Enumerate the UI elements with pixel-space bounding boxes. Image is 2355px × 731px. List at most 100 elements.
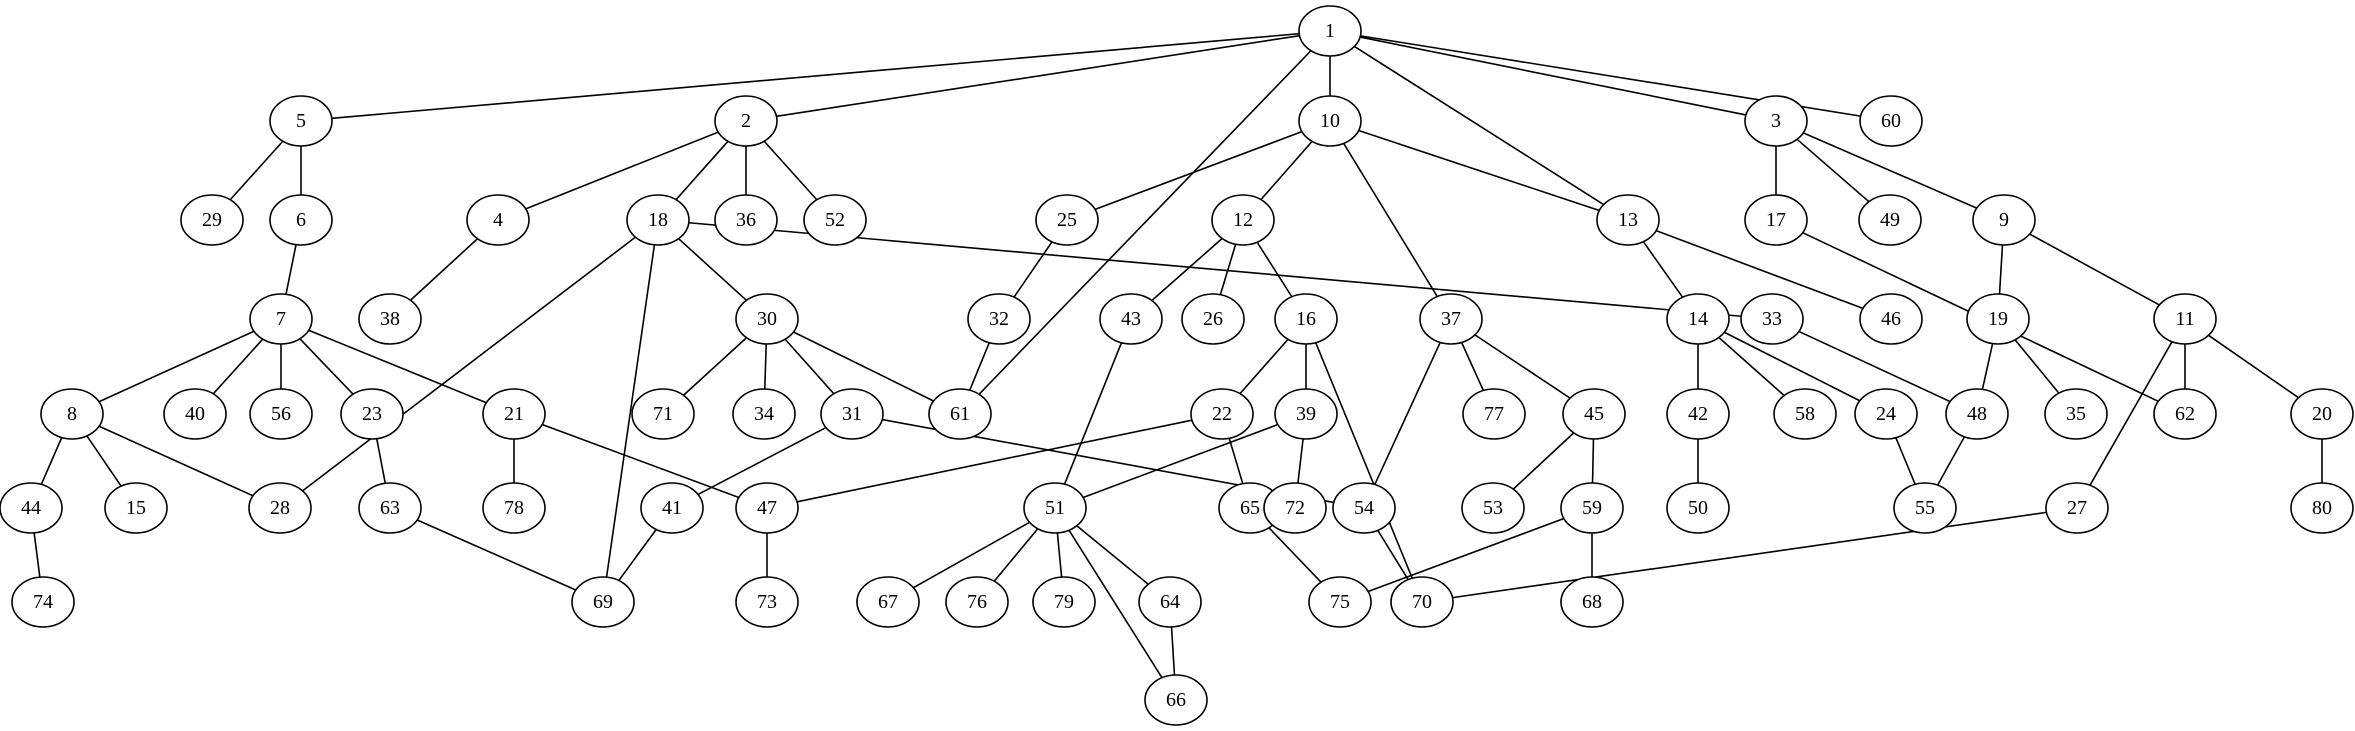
node-59: 59 (1560, 482, 1624, 534)
edge-41-69 (618, 529, 657, 581)
node-label: 19 (1988, 308, 2008, 330)
node-label: 35 (2066, 403, 2086, 425)
node-ellipse (1023, 482, 1087, 534)
edge-13-14 (1642, 241, 1684, 298)
node-label: 70 (1412, 591, 1432, 613)
node-32: 32 (967, 293, 1031, 345)
node-76: 76 (945, 576, 1009, 628)
node-3: 3 (1744, 95, 1808, 147)
node-ellipse (1744, 194, 1808, 246)
edge-11-27 (2089, 341, 2173, 486)
node-47: 47 (735, 482, 799, 534)
node-label: 67 (878, 591, 898, 613)
node-6: 6 (269, 194, 333, 246)
node-75: 75 (1308, 576, 1372, 628)
edge-51-66 (1068, 529, 1163, 679)
edge-64-66 (1170, 626, 1176, 676)
node-30: 30 (735, 293, 799, 345)
edge-43-51 (1063, 342, 1123, 485)
node-40: 40 (163, 388, 227, 440)
edge-45-59 (1591, 438, 1595, 484)
node-20: 20 (2290, 388, 2354, 440)
node-64: 64 (1138, 576, 1202, 628)
node-53: 53 (1461, 482, 1525, 534)
node-label: 48 (1967, 403, 1987, 425)
node-ellipse (1744, 95, 1808, 147)
node-37: 37 (1419, 293, 1483, 345)
node-label: 59 (1582, 497, 1602, 519)
node-label: 64 (1160, 591, 1180, 613)
edge-59-75 (1367, 517, 1565, 593)
edge-14-24 (1723, 331, 1861, 402)
node-label: 25 (1057, 209, 1077, 231)
edge-48-55 (1936, 436, 1966, 486)
edge-7-21 (308, 329, 487, 404)
node-ellipse (735, 482, 799, 534)
node-label: 44 (21, 497, 41, 519)
node-11: 11 (2153, 293, 2217, 345)
node-label: 41 (662, 497, 682, 519)
edge-30-71 (682, 337, 748, 396)
node-71: 71 (631, 388, 695, 440)
node-label: 9 (1999, 209, 2009, 231)
node-ellipse (1263, 482, 1327, 534)
edge-14-58 (1718, 336, 1785, 397)
node-ellipse (2044, 388, 2108, 440)
node-13: 13 (1596, 194, 1660, 246)
node-ellipse (1181, 293, 1245, 345)
node-label: 4 (493, 209, 503, 231)
edge-8-28 (98, 425, 254, 497)
node-ellipse (1859, 95, 1923, 147)
node-ellipse (1666, 482, 1730, 534)
node-label: 14 (1688, 308, 1708, 330)
node-5: 5 (269, 95, 333, 147)
edge-18-30 (678, 238, 747, 301)
node-label: 36 (736, 209, 756, 231)
node-label: 15 (126, 497, 146, 519)
node-label: 62 (2175, 403, 2195, 425)
node-ellipse (1308, 576, 1372, 628)
node-61: 61 (928, 388, 992, 440)
node-7: 7 (249, 293, 313, 345)
edge-2-18 (675, 140, 729, 201)
node-29: 29 (180, 194, 244, 246)
node-ellipse (735, 576, 799, 628)
node-label: 7 (276, 308, 286, 330)
edge-32-61 (969, 342, 990, 391)
edge-31-41 (697, 426, 827, 496)
node-label: 77 (1484, 403, 1504, 425)
node-15: 15 (104, 482, 168, 534)
node-78: 78 (482, 482, 546, 534)
edge-3-49 (1796, 138, 1870, 203)
edge-37-45 (1474, 334, 1571, 399)
node-label: 20 (2312, 403, 2332, 425)
node-label: 79 (1054, 591, 1074, 613)
node-ellipse (1138, 576, 1202, 628)
node-ellipse (732, 388, 796, 440)
node-1: 1 (1298, 5, 1362, 57)
node-label: 74 (33, 591, 53, 613)
edge-5-29 (229, 140, 284, 201)
node-ellipse (714, 95, 778, 147)
edge-51-64 (1076, 525, 1149, 585)
node-38: 38 (358, 293, 422, 345)
node-33: 33 (1740, 293, 1804, 345)
node-label: 66 (1166, 689, 1186, 711)
node-ellipse (2290, 388, 2354, 440)
node-ellipse (249, 293, 313, 345)
node-ellipse (104, 482, 168, 534)
edge-4-38 (409, 238, 479, 301)
edge-8-15 (86, 435, 122, 487)
edge-23-63 (375, 438, 387, 484)
node-ellipse (1773, 388, 1837, 440)
node-label: 69 (593, 591, 613, 613)
edge-25-32 (1013, 241, 1053, 298)
edge-9-11 (2029, 233, 2160, 306)
edge-7-23 (299, 338, 354, 395)
node-label: 34 (754, 403, 774, 425)
node-44: 44 (0, 482, 63, 534)
node-label: 52 (825, 209, 845, 231)
node-66: 66 (1144, 674, 1208, 726)
node-68: 68 (1560, 576, 1624, 628)
node-26: 26 (1181, 293, 1245, 345)
